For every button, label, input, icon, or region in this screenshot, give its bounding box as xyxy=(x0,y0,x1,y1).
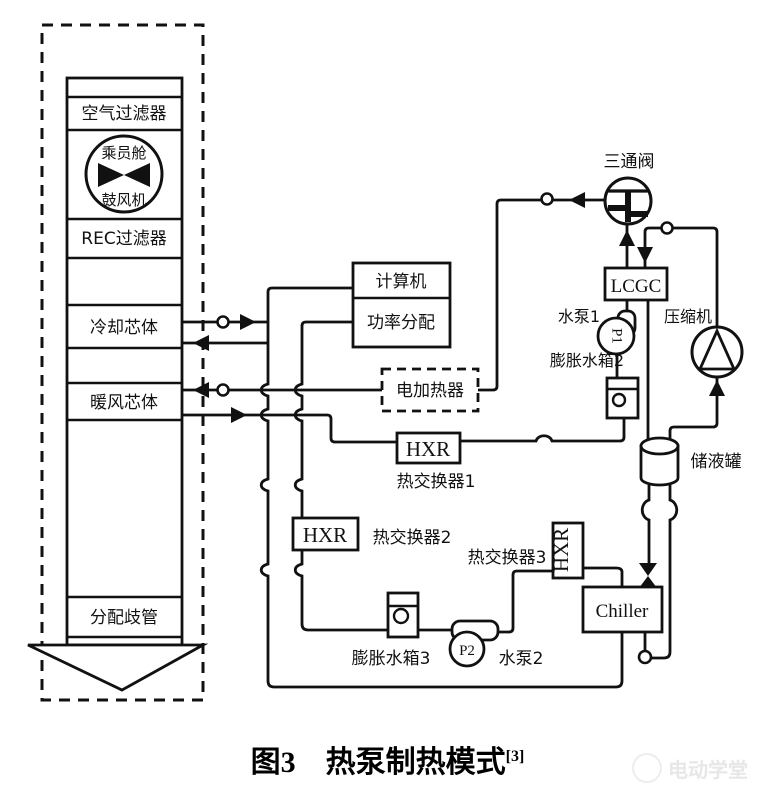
cabin-label: 乘员舱 xyxy=(101,144,146,162)
junction-compressor-line xyxy=(660,221,674,235)
junction-chiller-out xyxy=(637,649,653,665)
junction-cooling-out xyxy=(216,315,230,329)
arrow-heater-in xyxy=(193,382,209,398)
cooling-core-label: 冷却芯体 xyxy=(90,318,158,338)
power-distribution-label: 功率分配 xyxy=(367,313,435,333)
chiller-box: Chiller xyxy=(581,585,664,634)
expansion-tank-2 xyxy=(605,376,640,420)
pipe-computer-loop xyxy=(259,286,624,689)
heater-core-label: 暖风芯体 xyxy=(90,393,158,413)
flow-arrows xyxy=(193,192,725,423)
airflow-down-arrow xyxy=(27,643,209,692)
arrow-into-valve xyxy=(619,230,635,246)
pipe-hxr1-to-tank2 xyxy=(460,418,626,443)
computer-label: 计算机 xyxy=(376,272,427,292)
lcgc-label: LCGC xyxy=(611,276,662,297)
pump1-label: P1 xyxy=(609,328,625,344)
expansion-tank-3 xyxy=(386,591,420,639)
figure-title: 热泵制热模式 xyxy=(325,745,506,780)
pipe-reservoir-to-expvalve xyxy=(640,476,651,564)
heat-exchanger-3: HXR xyxy=(549,521,585,580)
blower-fan-symbol xyxy=(84,134,164,214)
watermark-text: 电动学堂 xyxy=(668,757,748,782)
compressor-symbol: 压缩机 xyxy=(664,307,744,379)
pipe-heater-core-out xyxy=(182,413,397,444)
pipe-hxr3-to-chiller xyxy=(583,566,624,587)
pipe-valve-to-heater xyxy=(478,198,605,392)
heat-exchanger-1-label: 热交换器1 xyxy=(397,472,476,492)
figure-caption: 图3 热泵制热模式[3] xyxy=(0,737,775,781)
lcgc-box: LCGC xyxy=(603,266,669,302)
expansion-tank-3-label: 膨胀水箱3 xyxy=(352,649,431,669)
rec-filter-label: REC过滤器 xyxy=(81,229,166,249)
figure-number: 图3 xyxy=(250,746,296,779)
pipe-compressor-to-lcgc xyxy=(643,226,719,327)
pump2-label: P2 xyxy=(459,643,475,659)
arrow-valve-left xyxy=(569,192,585,208)
expansion-valve-icon xyxy=(639,563,657,588)
heat-exchanger-2: HXR xyxy=(291,516,360,552)
hvac-column: 空气过滤器 乘员舱 鼓风机 REC过滤器 冷却芯体 暖风芯体 分配歧管 xyxy=(27,76,209,692)
electric-heater-label: 电加热器 xyxy=(396,381,464,401)
arrow-into-lcgc xyxy=(637,247,653,263)
heat-exchanger-1: HXR xyxy=(395,431,462,465)
computer-box: 计算机 功率分配 xyxy=(351,261,452,349)
electric-heater-box: 电加热器 xyxy=(380,367,480,413)
hxr2-label: HXR xyxy=(303,523,347,547)
distribution-manifold-label: 分配歧管 xyxy=(90,608,158,628)
three-way-valve-label: 三通阀 xyxy=(604,152,655,172)
fan-blade-left-icon xyxy=(98,163,124,187)
arrow-into-compressor xyxy=(709,380,725,396)
air-filter-label: 空气过滤器 xyxy=(82,104,167,124)
chiller-label: Chiller xyxy=(596,601,649,622)
heat-exchanger-3-label: 热交换器3 xyxy=(468,548,547,568)
water-pump-2-label: 水泵2 xyxy=(499,649,544,669)
fan-blade-right-icon xyxy=(124,163,150,187)
arrow-cooling-in xyxy=(193,335,209,351)
blower-label: 鼓风机 xyxy=(101,191,146,209)
compressor-label: 压缩机 xyxy=(664,307,712,326)
figure-reference: [3] xyxy=(505,748,525,765)
reservoir-symbol: 储液罐 xyxy=(639,436,742,487)
reservoir-label: 储液罐 xyxy=(691,452,742,472)
junction-dots xyxy=(216,192,674,665)
expansion-tank-2-label: 膨胀水箱2 xyxy=(550,351,624,370)
water-pump-1: P1 xyxy=(596,309,637,356)
water-pump-1-label: 水泵1 xyxy=(558,307,600,326)
junction-valve-left xyxy=(540,192,554,206)
water-pump-2: P2 xyxy=(448,619,500,668)
pipe-powerdist-to-tank3 xyxy=(293,320,388,632)
cabin-dashed-boundary xyxy=(40,23,205,702)
watermark: 电动学堂 xyxy=(632,748,772,788)
hxr1-label: HXR xyxy=(406,437,450,461)
arrow-heater-out xyxy=(231,407,247,423)
watermark-logo-icon xyxy=(632,753,662,783)
arrow-cooling-out xyxy=(240,314,256,330)
three-way-valve: 三通阀 xyxy=(603,152,655,226)
junction-heater-in xyxy=(216,383,230,397)
hxr3-label: HXR xyxy=(549,528,573,572)
heat-exchanger-2-label: 热交换器2 xyxy=(373,528,452,548)
pipe-pump2-to-hxr3 xyxy=(498,569,553,634)
